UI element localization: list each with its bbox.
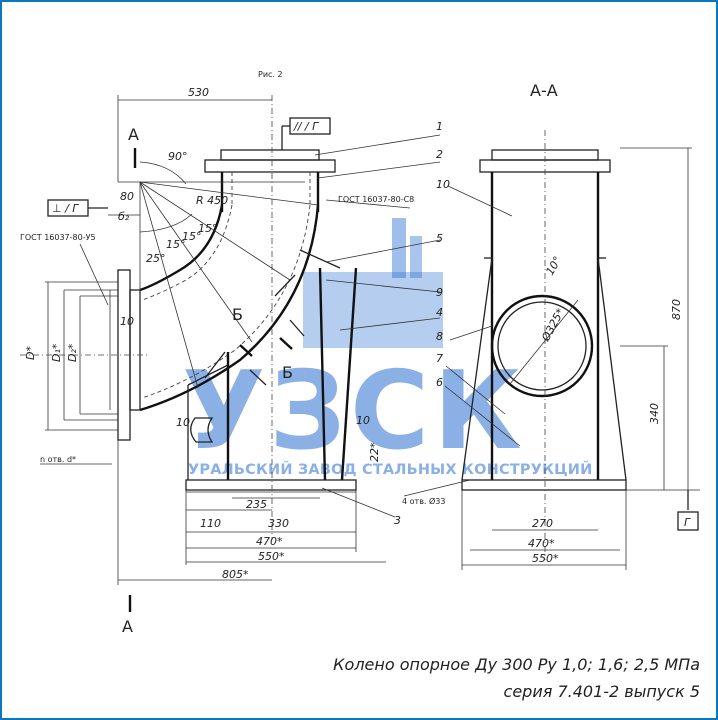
caption-series: серия 7.401-2 выпуск 5	[503, 682, 700, 701]
radius-450: R 450	[196, 194, 228, 207]
dim-d: D*	[24, 346, 37, 360]
dim-325: Ø325*	[539, 306, 568, 344]
callout-6: 6	[436, 376, 443, 389]
dim-870: 870	[670, 299, 683, 320]
view-b-right: Б	[282, 363, 293, 382]
view-b-left: Б	[232, 305, 243, 324]
front-view: Рис. 2	[20, 70, 441, 636]
uzsk-watermark: УЗСК УРАЛЬСКИЙ ЗАВОД СТАЛЬНЫХ КОНСТРУКЦИ…	[182, 218, 592, 478]
gost-left: ГОСТ 16037-80-У5	[20, 233, 96, 242]
dim-10-right: 10	[356, 414, 370, 427]
angle-90: 90°	[168, 150, 188, 163]
angle-25: 25°	[146, 252, 166, 265]
base-plate	[185, 479, 357, 491]
holes-left: n отв. d*	[40, 455, 76, 464]
dim-235: 235	[246, 498, 267, 511]
section-mark-bottom: А	[122, 617, 133, 636]
section-mark-top: А	[128, 125, 139, 144]
dim-10-mid: 10	[176, 416, 190, 429]
elbow-inner-wall	[139, 204, 224, 292]
caption-title: Колено опорное Ду 300 Ру 1,0; 1,6; 2,5 М…	[333, 655, 700, 674]
watermark-building-icon	[303, 272, 443, 348]
datum-frame	[677, 511, 699, 531]
callouts: 1 2 10 5 9 4 8 7 6 3	[394, 120, 450, 527]
angle-15-c: 15°	[198, 222, 218, 235]
datum-g: Г	[684, 516, 691, 529]
figure-label: Рис. 2	[258, 70, 283, 79]
dim-340: 340	[648, 403, 661, 424]
dim-550-r: 550*	[532, 552, 559, 565]
section-base-plate	[461, 479, 627, 491]
watermark-subtitle: УРАЛЬСКИЙ ЗАВОД СТАЛЬНЫХ КОНСТРУКЦИЙ	[188, 461, 592, 478]
dim-10-deg: 10°	[543, 254, 564, 277]
dim-110: 110	[200, 517, 221, 530]
callout-10: 10	[436, 178, 450, 191]
dim-80: 80	[120, 190, 134, 203]
dim-270: 270	[532, 517, 553, 530]
watermark-logo: УЗСК	[182, 349, 526, 474]
callout-2: 2	[436, 148, 443, 161]
dim-470: 470*	[256, 535, 283, 548]
angle-15-b: 15°	[182, 230, 202, 243]
dim-530: 530	[188, 86, 209, 99]
dim-10-left: 10	[120, 315, 134, 328]
dim-22: 22*	[368, 442, 381, 462]
section-title: А-А	[530, 81, 558, 100]
holes-base: 4 отв. Ø33	[402, 496, 445, 506]
callout-4: 4	[436, 306, 443, 319]
callout-8: 8	[436, 330, 443, 343]
top-flange	[204, 159, 336, 173]
dim-550: 550*	[258, 550, 285, 563]
callout-7: 7	[436, 352, 443, 365]
tolerance-left: ⊥ / Г	[52, 202, 79, 215]
dim-d2: D₂*	[66, 343, 79, 362]
dim-b2: б₂	[118, 210, 130, 223]
pipe-opening	[490, 294, 594, 398]
angle-15-a: 15°	[166, 238, 186, 251]
dim-d1: D₁*	[50, 343, 63, 362]
dim-805: 805*	[222, 568, 249, 581]
section-view: А-А Г 870 340 270	[402, 81, 700, 570]
callout-9: 9	[436, 286, 443, 299]
callout-1: 1	[436, 120, 443, 133]
gost-flange: ГОСТ 16037-80-С8	[338, 195, 414, 204]
dim-470-r: 470*	[528, 537, 555, 550]
dim-330: 330	[268, 517, 289, 530]
tolerance-top: // / Г	[293, 120, 319, 133]
callout-3: 3	[394, 514, 401, 527]
callout-5: 5	[436, 232, 443, 245]
